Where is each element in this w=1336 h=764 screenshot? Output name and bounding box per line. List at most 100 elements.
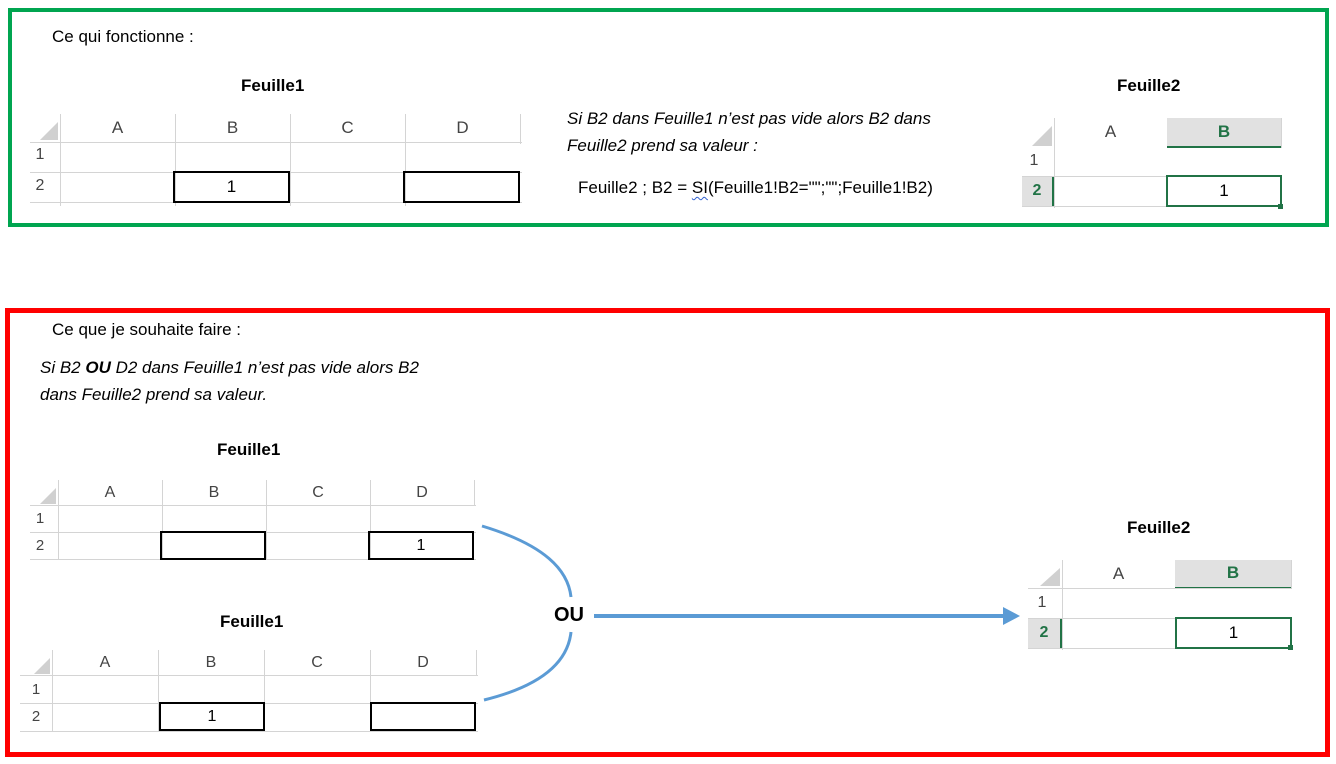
grid-line bbox=[264, 650, 265, 732]
formula-function: SI bbox=[691, 178, 708, 197]
top-sheet2-grid: A B 1 2 1 bbox=[1022, 118, 1284, 210]
grid-line bbox=[30, 505, 476, 506]
select-all-corner[interactable] bbox=[20, 650, 52, 676]
desired-explanation: Si B2 OU D2 dans Feuille1 n’est pas vide… bbox=[40, 354, 419, 408]
row-header-1[interactable]: 1 bbox=[35, 510, 45, 527]
column-header-c[interactable]: C bbox=[312, 484, 324, 501]
select-all-corner[interactable] bbox=[30, 480, 58, 506]
cell-d2[interactable] bbox=[403, 171, 520, 203]
row-header-2[interactable]: 2 bbox=[31, 708, 41, 725]
grid-line bbox=[158, 650, 159, 732]
row-header-2[interactable]: 2 bbox=[1022, 177, 1054, 206]
desired-example-panel bbox=[5, 308, 1330, 757]
column-header-a[interactable]: A bbox=[1112, 564, 1125, 583]
grid-line bbox=[52, 650, 53, 732]
column-header-c[interactable]: C bbox=[311, 654, 323, 671]
grid-line bbox=[30, 142, 522, 143]
column-header-d[interactable]: D bbox=[456, 118, 469, 137]
row-header-2[interactable]: 2 bbox=[1028, 619, 1062, 648]
formula-arguments: (Feuille1!B2="";"";Feuille1!B2) bbox=[707, 178, 933, 197]
column-header-a[interactable]: A bbox=[111, 118, 124, 137]
bottom-sheetA-grid: A B C D 1 2 1 bbox=[30, 480, 478, 562]
top-explanation: Si B2 dans Feuille1 n’est pas vide alors… bbox=[567, 105, 931, 159]
arrowhead-icon bbox=[1003, 607, 1020, 625]
desired-text-bold: OU bbox=[85, 358, 111, 377]
grid-line bbox=[1054, 118, 1055, 208]
column-header-a[interactable]: A bbox=[104, 484, 116, 501]
grid-line bbox=[175, 114, 176, 206]
column-header-a[interactable]: A bbox=[1104, 122, 1117, 141]
column-header-b[interactable]: B bbox=[1167, 118, 1281, 148]
or-label: OU bbox=[554, 604, 584, 626]
top-sheet2-title: Feuille2 bbox=[1117, 76, 1181, 95]
column-header-b[interactable]: B bbox=[205, 654, 217, 671]
select-all-corner[interactable] bbox=[1022, 118, 1054, 148]
column-header-d[interactable]: D bbox=[417, 654, 429, 671]
desired-text-part2: D2 dans Feuille1 n’est pas vide alors B2 bbox=[110, 358, 419, 377]
select-all-corner[interactable] bbox=[30, 114, 60, 142]
bottom-sheet2-grid: A B 1 2 1 bbox=[1028, 560, 1294, 652]
grid-line bbox=[1062, 560, 1063, 650]
column-header-a[interactable]: A bbox=[99, 654, 111, 671]
fill-handle[interactable] bbox=[1278, 204, 1283, 209]
cell-b2[interactable]: 1 bbox=[159, 702, 265, 731]
formula-prefix: Feuille2 ; B2 = bbox=[578, 178, 692, 197]
cell-d2[interactable] bbox=[370, 702, 476, 731]
row-header-1[interactable]: 1 bbox=[1037, 594, 1047, 611]
grid-line bbox=[1028, 588, 1292, 589]
working-example-panel bbox=[8, 8, 1329, 227]
grid-line bbox=[1022, 206, 1282, 207]
top-explanation-line2: Feuille2 prend sa valeur : bbox=[567, 136, 758, 155]
grid-line bbox=[476, 650, 477, 676]
row-header-2[interactable]: 2 bbox=[35, 177, 45, 194]
cell-b2[interactable]: 1 bbox=[173, 171, 290, 203]
desired-explanation-line1: Si B2 OU D2 dans Feuille1 n’est pas vide… bbox=[40, 354, 419, 381]
top-sheet1-title: Feuille1 bbox=[241, 76, 305, 95]
fill-handle[interactable] bbox=[1288, 645, 1293, 650]
grid-line bbox=[370, 650, 371, 732]
bottom-sheetB-title: Feuille1 bbox=[220, 612, 284, 631]
row-header-1[interactable]: 1 bbox=[35, 146, 45, 163]
column-header-b[interactable]: B bbox=[226, 118, 239, 137]
bottom-sheet2-title: Feuille2 bbox=[1127, 518, 1191, 537]
grid-line bbox=[162, 480, 163, 560]
grid-line bbox=[60, 114, 61, 206]
grid-line bbox=[405, 114, 406, 206]
row-header-2[interactable]: 2 bbox=[35, 537, 45, 554]
grid-line bbox=[266, 480, 267, 560]
cell-b2-selected[interactable]: 1 bbox=[1166, 175, 1282, 207]
grid-line bbox=[474, 480, 475, 506]
grid-line bbox=[20, 731, 478, 732]
grid-line bbox=[370, 480, 371, 560]
lower-curve bbox=[483, 631, 573, 702]
column-header-b[interactable]: B bbox=[1175, 560, 1291, 589]
row-header-1[interactable]: 1 bbox=[31, 681, 41, 698]
desired-text-part1: Si B2 bbox=[40, 358, 86, 377]
desired-heading: Ce que je souhaite faire : bbox=[52, 320, 242, 339]
bottom-sheetA-title: Feuille1 bbox=[217, 440, 281, 459]
grid-line bbox=[290, 114, 291, 206]
row-header-1[interactable]: 1 bbox=[1029, 152, 1039, 169]
grid-line bbox=[1028, 618, 1292, 619]
select-all-corner[interactable] bbox=[1028, 560, 1062, 588]
grid-line bbox=[1281, 118, 1282, 148]
bottom-sheetB-grid: A B C D 1 2 1 bbox=[20, 650, 480, 734]
column-header-b[interactable]: B bbox=[208, 484, 220, 501]
grid-line bbox=[1291, 560, 1292, 589]
top-explanation-line1: Si B2 dans Feuille1 n’est pas vide alors… bbox=[567, 109, 931, 128]
column-header-d[interactable]: D bbox=[416, 484, 428, 501]
upper-curve bbox=[481, 524, 573, 598]
grid-line bbox=[1022, 176, 1282, 177]
grid-line bbox=[20, 675, 478, 676]
working-heading: Ce qui fonctionne : bbox=[52, 27, 194, 46]
cell-b2[interactable] bbox=[160, 531, 266, 560]
cell-d2[interactable]: 1 bbox=[368, 531, 474, 560]
cell-b2-selected[interactable]: 1 bbox=[1175, 617, 1292, 649]
grid-line bbox=[1028, 648, 1292, 649]
grid-line bbox=[520, 114, 521, 144]
grid-line bbox=[58, 480, 59, 560]
desired-explanation-line2: dans Feuille2 prend sa valeur. bbox=[40, 385, 268, 404]
column-header-c[interactable]: C bbox=[341, 118, 354, 137]
top-sheet1-grid: A B C D 1 2 1 bbox=[30, 114, 525, 206]
